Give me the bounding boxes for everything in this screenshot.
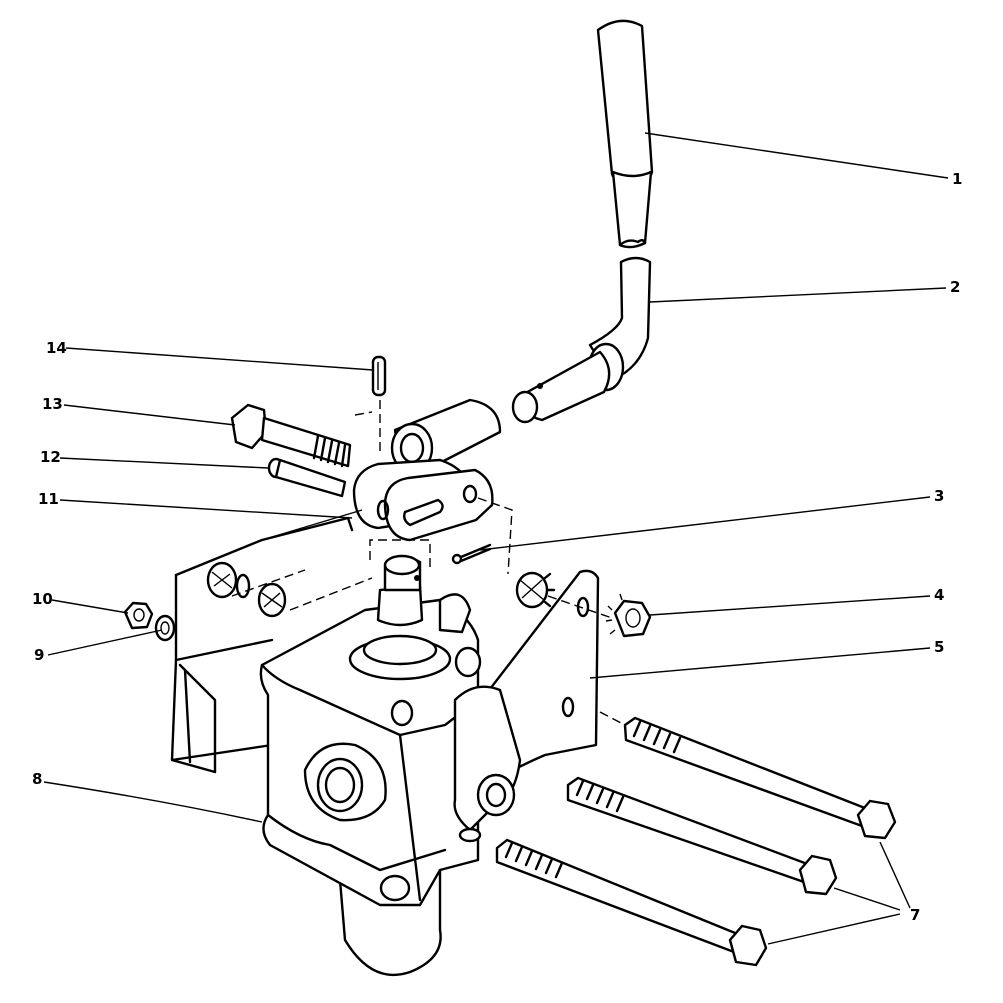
handle-grip (596, 19, 654, 249)
bracket-nut-1 (206, 561, 238, 599)
assembly-lines (354, 411, 626, 726)
valve-body (259, 554, 522, 977)
hex-bolt-middle (566, 776, 838, 896)
callout-7: 7 (910, 906, 920, 924)
valve-port (303, 742, 387, 822)
callout-1: 1 (952, 170, 962, 188)
callout-3: 3 (934, 487, 944, 505)
callout-4: 4 (934, 586, 944, 604)
handle-lever (511, 256, 652, 424)
callout-5: 5 (934, 638, 944, 656)
cotter-pin (451, 543, 492, 565)
valve-spool (376, 554, 424, 627)
leader-lines (43, 132, 949, 945)
callout-9: 9 (34, 646, 44, 664)
roll-pin (371, 355, 387, 455)
star-nut (515, 571, 556, 609)
long-bolt (230, 403, 352, 468)
link-plates (352, 458, 494, 542)
callout-8: 8 (32, 770, 42, 788)
callout-14: 14 (46, 339, 67, 357)
callout-2: 2 (950, 278, 960, 296)
hex-bolt-bottom (495, 838, 768, 967)
callout-11: 11 (38, 490, 59, 508)
mounting-bracket (170, 509, 431, 774)
callout-12: 12 (40, 448, 61, 466)
hex-bolt-top (623, 716, 897, 840)
callout-10: 10 (32, 590, 53, 608)
lock-washer (154, 614, 176, 642)
castle-nut (605, 593, 652, 638)
hex-nut-small (123, 601, 154, 630)
spool-clevis (453, 685, 522, 843)
callout-13: 13 (42, 395, 63, 413)
clevis-pin (267, 457, 347, 498)
bracket-nut-2 (257, 582, 287, 618)
